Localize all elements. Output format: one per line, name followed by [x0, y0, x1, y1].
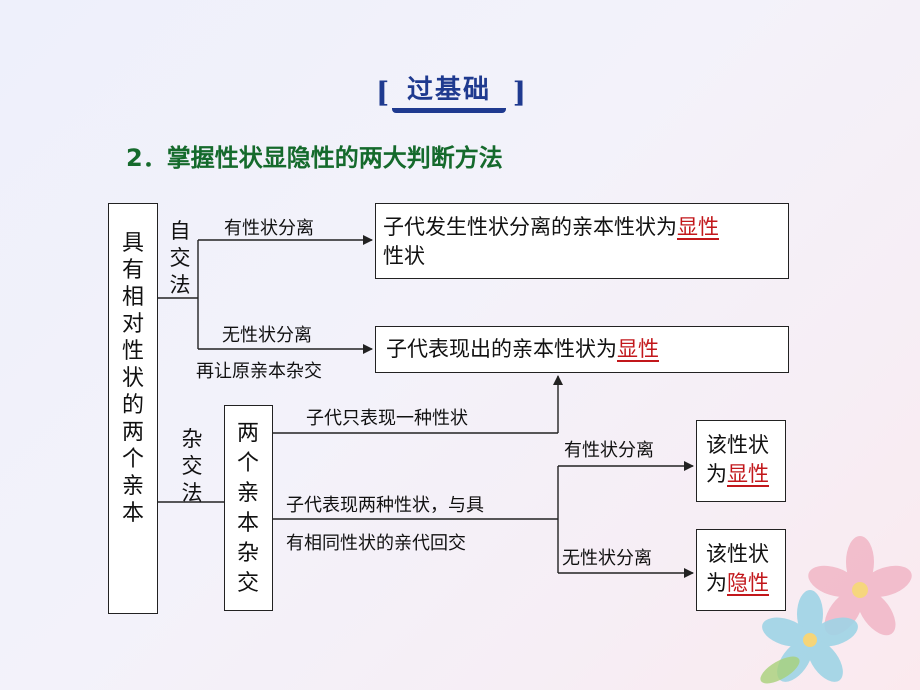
result-box-selfcross-no: 子代表现出的亲本性状为显性 — [375, 326, 789, 373]
badge-right-bracket: ] — [512, 76, 526, 109]
leaf-green-icon — [760, 656, 800, 684]
sub-no-label: 无性状分离 — [562, 548, 652, 569]
answer-blank: 隐性 — [727, 571, 769, 595]
selfcross-then-label: 再让原亲本杂交 — [196, 361, 322, 382]
hybrid-step-label: 两个亲本杂交 — [236, 421, 259, 596]
section-heading: 2．掌握性状显隐性的两大判断方法 — [126, 144, 503, 172]
branch-one-label: 子代只表现一种性状 — [306, 408, 468, 429]
hybrid-step-box: 两个亲本杂交 — [224, 405, 273, 611]
result-text: 该性状为 — [706, 433, 769, 486]
badge-left-bracket: [ — [376, 76, 390, 109]
branch-two-label-line2: 有相同性状的亲代回交 — [286, 533, 466, 554]
sub-yes-label: 有性状分离 — [564, 440, 654, 461]
answer-blank: 显性 — [617, 337, 659, 361]
result-text: 该性状为 — [706, 542, 769, 595]
answer-blank: 显性 — [727, 462, 769, 486]
badge-word: 过基础 — [392, 72, 506, 113]
root-label: 具有相对性状的两个亲本 — [121, 231, 144, 526]
flower-decoration — [760, 536, 912, 684]
selfcross-no-label: 无性状分离 — [222, 325, 312, 346]
result-box-selfcross-yes: 子代发生性状分离的亲本性状为显性 性状 — [375, 203, 789, 279]
result-box-sub-yes: 该性状为显性 — [696, 420, 786, 502]
flower-pink-icon — [808, 536, 912, 636]
hybrid-method-label: 杂交法 — [181, 427, 203, 505]
root-box: 具有相对性状的两个亲本 — [108, 203, 158, 614]
result-text: 子代发生性状分离的亲本性状为 — [383, 215, 677, 239]
selfcross-method-label: 自交法 — [169, 219, 191, 297]
section-badge: [ 过基础 ] — [376, 68, 526, 114]
result-tail: 性状 — [383, 244, 425, 268]
answer-blank: 显性 — [677, 215, 719, 239]
result-box-sub-no: 该性状为隐性 — [696, 529, 786, 611]
branch-two-label-line1: 子代表现两种性状，与具 — [286, 495, 484, 516]
result-text: 子代表现出的亲本性状为 — [386, 337, 617, 361]
selfcross-yes-label: 有性状分离 — [224, 218, 314, 239]
